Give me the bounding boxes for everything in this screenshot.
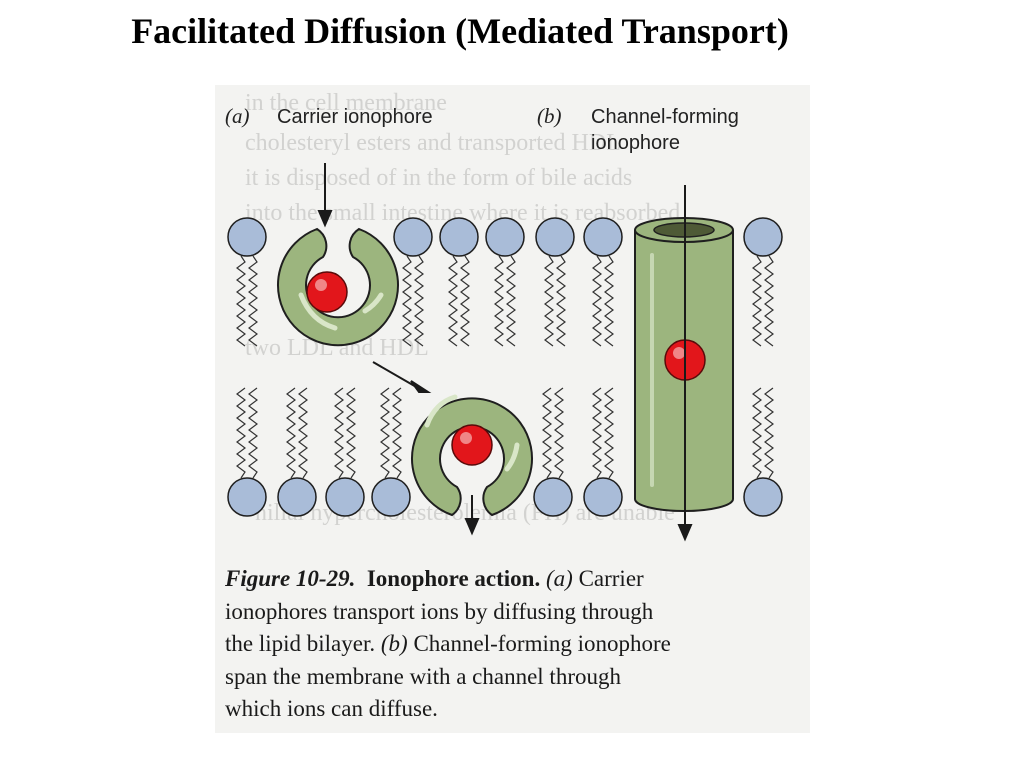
membrane-diagram: in the cell membrane cholesteryl esters … bbox=[225, 90, 783, 542]
label-b-letter: (b) bbox=[537, 104, 562, 128]
movement-arrows bbox=[317, 163, 693, 542]
arrow-diffuse bbox=[372, 361, 419, 389]
lipid-top-3 bbox=[439, 217, 479, 347]
lipid-top-1 bbox=[227, 217, 267, 347]
label-a-text: Carrier ionophore bbox=[277, 106, 433, 128]
label-b-line1: Channel-forming bbox=[591, 106, 739, 128]
lipid-bottom-2 bbox=[277, 387, 317, 517]
caption-part-a-text-1: Carrier bbox=[578, 566, 644, 591]
caption-part-a-text-2: ionophores transport ions by diffusing t… bbox=[225, 598, 654, 624]
ion-bottom bbox=[451, 424, 493, 466]
ion-top bbox=[306, 271, 348, 313]
lipid-bottom-6 bbox=[583, 387, 623, 517]
figure-caption: Figure 10-29. Ionophore action. (a) Carr… bbox=[225, 563, 810, 726]
caption-heading: Ionophore action. bbox=[366, 566, 541, 591]
lipid-bottom-1 bbox=[227, 387, 267, 517]
lipid-top-7 bbox=[743, 217, 783, 347]
caption-part-b-text-3: which ions can diffuse. bbox=[225, 696, 438, 721]
caption-part-b-letter: (b) bbox=[380, 631, 408, 656]
lipid-top-6 bbox=[583, 217, 623, 347]
lipid-top-4 bbox=[485, 217, 525, 347]
caption-figure-number: Figure 10-29. bbox=[225, 566, 356, 591]
caption-part-a-text-3: the lipid bilayer. bbox=[225, 631, 376, 656]
slide-title: Facilitated Diffusion (Mediated Transpor… bbox=[131, 11, 789, 51]
lipid-bilayer bbox=[227, 217, 783, 517]
svg-text:in the cell membrane: in the cell membrane bbox=[245, 90, 447, 116]
lipid-top-2 bbox=[393, 217, 433, 347]
svg-text:it is disposed of in the form: it is disposed of in the form of bile ac… bbox=[245, 165, 632, 191]
lipid-bottom-7 bbox=[743, 387, 783, 517]
caption-part-a-letter: (a) bbox=[545, 566, 573, 591]
ionophore-figure: in the cell membrane cholesteryl esters … bbox=[215, 85, 810, 733]
carrier-ionophore-bottom bbox=[411, 394, 533, 517]
caption-part-b-text-2: span the membrane with a channel through bbox=[225, 663, 621, 689]
lipid-bottom-3 bbox=[325, 387, 365, 517]
label-a-letter: (a) bbox=[225, 104, 250, 128]
svg-text:cholesteryl esters and transpo: cholesteryl esters and transported HDL bbox=[245, 130, 621, 156]
lipid-bottom-5 bbox=[533, 387, 573, 517]
caption-part-b-text-1: Channel-forming ionophore bbox=[413, 631, 671, 656]
lipid-bottom-4 bbox=[371, 387, 411, 517]
carrier-ionophore-top bbox=[277, 227, 399, 347]
lipid-top-5 bbox=[535, 217, 575, 347]
label-b-line2: ionophore bbox=[591, 132, 680, 154]
